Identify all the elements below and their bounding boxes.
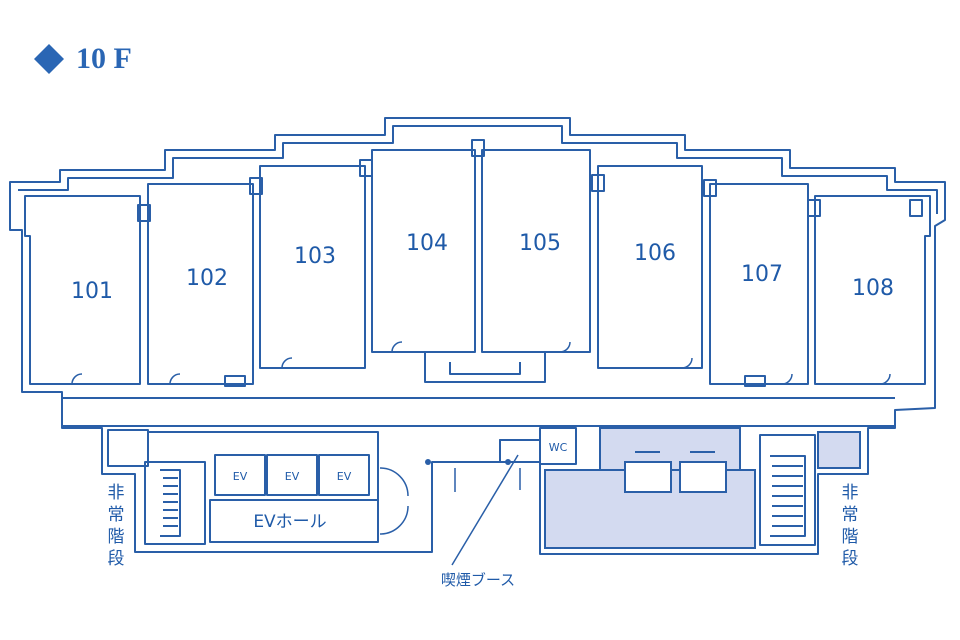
room-101-wall [24, 195, 141, 385]
room-label-106: 106 [634, 241, 676, 266]
room-107-wall [709, 183, 809, 385]
stairs-left-char-2: 常 [108, 505, 125, 525]
inner-wall [18, 125, 938, 214]
floor-label: 10 F [76, 42, 132, 75]
room-label-104: 104 [406, 231, 448, 256]
outer-wall [9, 117, 946, 555]
elevator-label-2: EV [285, 470, 300, 483]
room-103-wall [259, 165, 366, 369]
stairs-right-char-2: 常 [842, 505, 859, 525]
room-102-wall [147, 183, 254, 385]
stairs-right-char-1: 非 [842, 483, 859, 503]
corridor-wall [62, 397, 895, 427]
elevator-label-1: EV [233, 470, 248, 483]
smoking-booth-box [499, 439, 541, 463]
room-label-108: 108 [852, 276, 894, 301]
room-label-107: 107 [741, 262, 783, 287]
highlight-area-right [817, 431, 861, 469]
room-104-wall [371, 149, 476, 353]
room-label-102: 102 [186, 266, 228, 291]
room-108-wall [814, 195, 931, 385]
stair-left [144, 461, 206, 545]
room-105-wall [481, 149, 591, 353]
smoking-booth-label: 喫煙ブース [441, 571, 515, 589]
stairs-right-char-4: 段 [842, 549, 859, 569]
stairs-left-char-4: 段 [108, 549, 125, 569]
room-label-103: 103 [294, 244, 336, 269]
stair-right [759, 434, 816, 546]
floor-title: 10 F [32, 42, 132, 76]
ev-hall-label: EVホール [253, 512, 326, 532]
stairs-left-char-1: 非 [108, 483, 125, 503]
room-label-105: 105 [519, 231, 561, 256]
diamond-icon [32, 42, 66, 76]
wc-box [539, 427, 577, 465]
stairs-left-char-3: 階 [108, 527, 125, 547]
room-label-101: 101 [71, 279, 113, 304]
stairs-right-char-3: 階 [842, 527, 859, 547]
wc-label: WC [549, 441, 568, 454]
ev-hall-wall [148, 431, 379, 543]
room-106-wall [597, 165, 703, 369]
elevator-label-3: EV [337, 470, 352, 483]
